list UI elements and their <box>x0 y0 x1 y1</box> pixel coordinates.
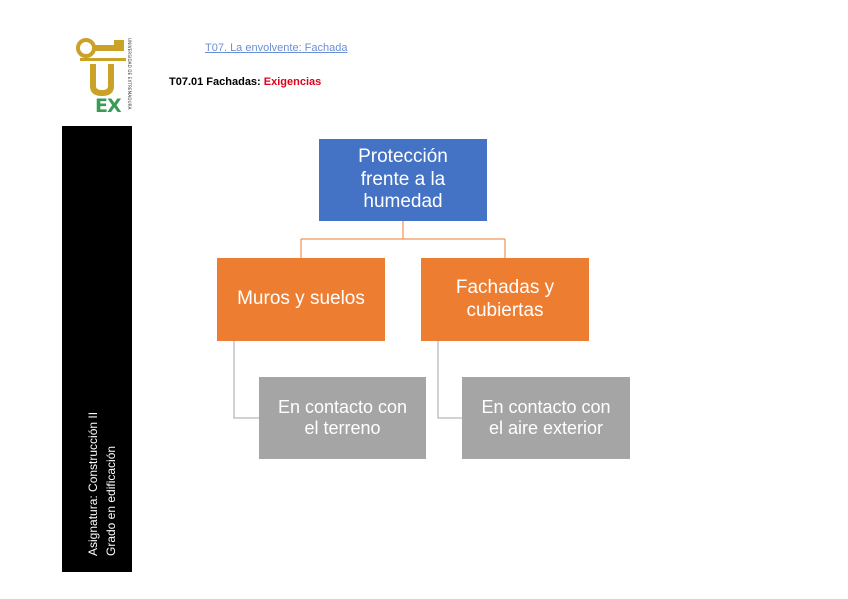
root-node: Protección frente a la humedad <box>319 139 487 221</box>
branch-node-walls-floors: Muros y suelos <box>217 258 385 341</box>
branch-node-line: cubiertas <box>466 299 544 321</box>
leaf-node-line: el terreno <box>304 418 381 438</box>
section-title-prefix: T07.01 Fachadas: <box>169 76 264 88</box>
leaf-node-line: el aire exterior <box>488 418 604 438</box>
root-node-line: Protección <box>358 146 448 168</box>
topic-link[interactable]: T07. La envolvente: Fachada <box>205 42 348 54</box>
logo-letters: EX <box>95 95 122 117</box>
leaf-node-air-contact: En contacto con el aire exterior <box>462 377 630 459</box>
section-title-accent: Exigencias <box>263 76 322 88</box>
sidebar-panel <box>62 126 132 572</box>
leaf-node-line: En contacto con <box>277 396 408 417</box>
section-title: T07.01 Fachadas: Exigencias <box>169 76 321 88</box>
university-logo <box>76 38 126 96</box>
leaf-node-line: En contacto con <box>481 396 611 417</box>
logo-vertical-text: UNIVERSIDAD DE EXTREMADURA <box>127 38 132 110</box>
root-node-line: frente a la <box>360 168 446 190</box>
branch-node-line: Muros y suelos <box>237 288 365 310</box>
leaf-node-ground-contact: En contacto con el terreno <box>259 377 426 459</box>
root-node-line: humedad <box>363 191 443 213</box>
branch-node-line: Fachadas y <box>455 277 555 299</box>
branch-node-facades-roofs: Fachadas y cubiertas <box>421 258 589 341</box>
